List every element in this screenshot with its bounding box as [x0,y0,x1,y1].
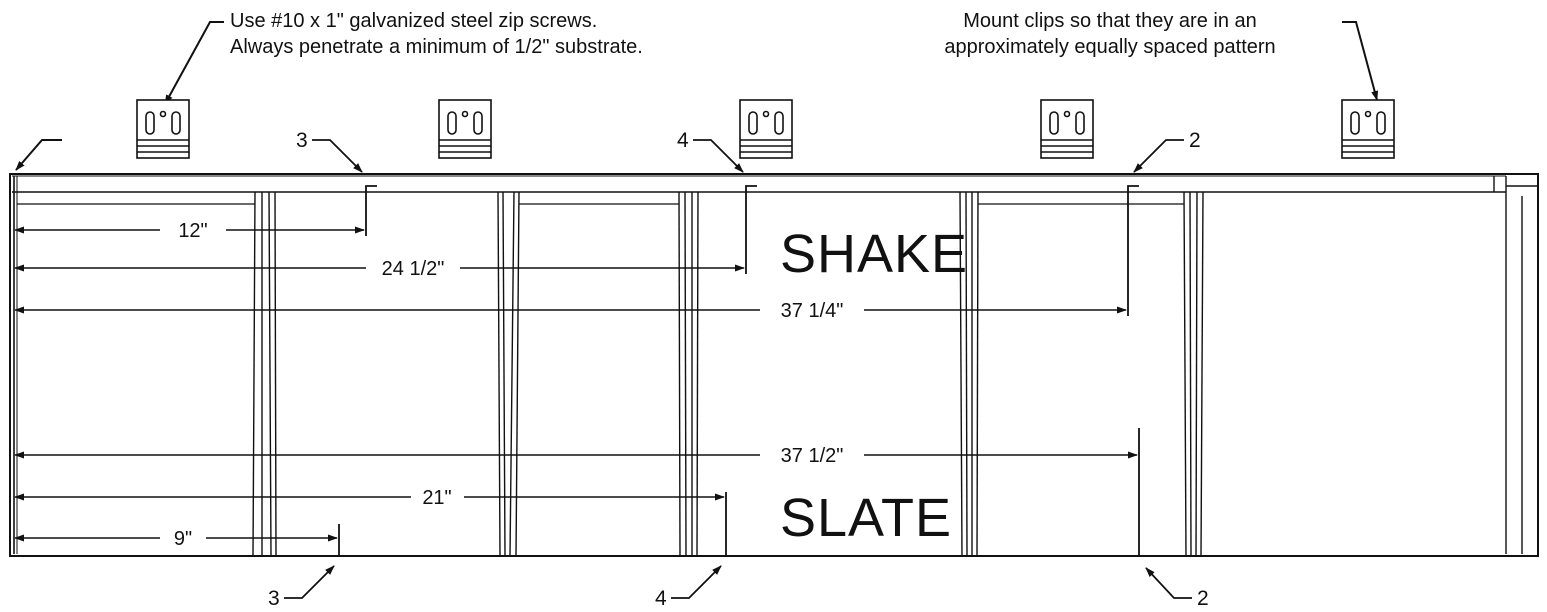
panel-right-end [1493,176,1538,554]
dim-shake-24-1-2: 24 1/2" [382,258,445,280]
mounting-clip [136,99,190,159]
dim-shake-37-1-4: 37 1/4" [781,300,844,322]
panel [9,173,1539,557]
dim-slate-21: 21" [422,487,451,509]
callout-bottom-4: 4 [655,587,667,610]
panel-edge-leader [15,139,62,171]
mounting-clips [136,99,1395,159]
callout-bottom-2: 2 [1197,587,1209,610]
mounting-clip [1341,99,1395,159]
screw-note: Use #10 x 1" galvanized steel zip screws… [230,8,643,60]
dimension-lines [14,226,1138,542]
shake-label: SHAKE [780,224,968,284]
mounting-clip [1040,99,1094,159]
dimension-labels: 12" 24 1/2" 37 1/4" 37 1/2" 21" 9" [174,220,843,550]
dim-shake-12: 12" [178,220,207,242]
shake-nail-line-3 [365,185,377,236]
shake-nail-line-4 [745,185,757,274]
callout-top-3: 3 [296,129,308,152]
callout-top-4: 4 [677,129,689,152]
callout-numbers: 3 4 2 3 4 2 [268,129,1209,610]
clip-note: Mount clips so that they are in an appro… [880,8,1340,60]
panel-outline [9,173,1539,557]
panel-seams [252,191,1204,557]
screw-note-line1: Use #10 x 1" galvanized steel zip screws… [230,10,598,32]
dim-slate-37-1-2: 37 1/2" [781,445,844,467]
callout-leaders [284,139,1192,599]
callout-bottom-3: 3 [268,587,280,610]
callout-top-2: 2 [1189,129,1201,152]
slate-label: SLATE [780,488,952,548]
note-leaders [15,21,1379,171]
screw-note-leader [164,21,224,105]
clip-note-leader [1342,21,1379,101]
mounting-clip [739,99,793,159]
screw-note-line2: Always penetrate a minimum of 1/2" subst… [230,36,643,58]
clip-note-line1: Mount clips so that they are in an [963,10,1257,32]
clip-note-line2: approximately equally spaced pattern [944,36,1276,58]
nail-lines [338,185,1140,556]
mounting-clip [438,99,492,159]
shake-nail-line-2 [1127,185,1139,316]
dim-slate-9: 9" [174,528,192,550]
